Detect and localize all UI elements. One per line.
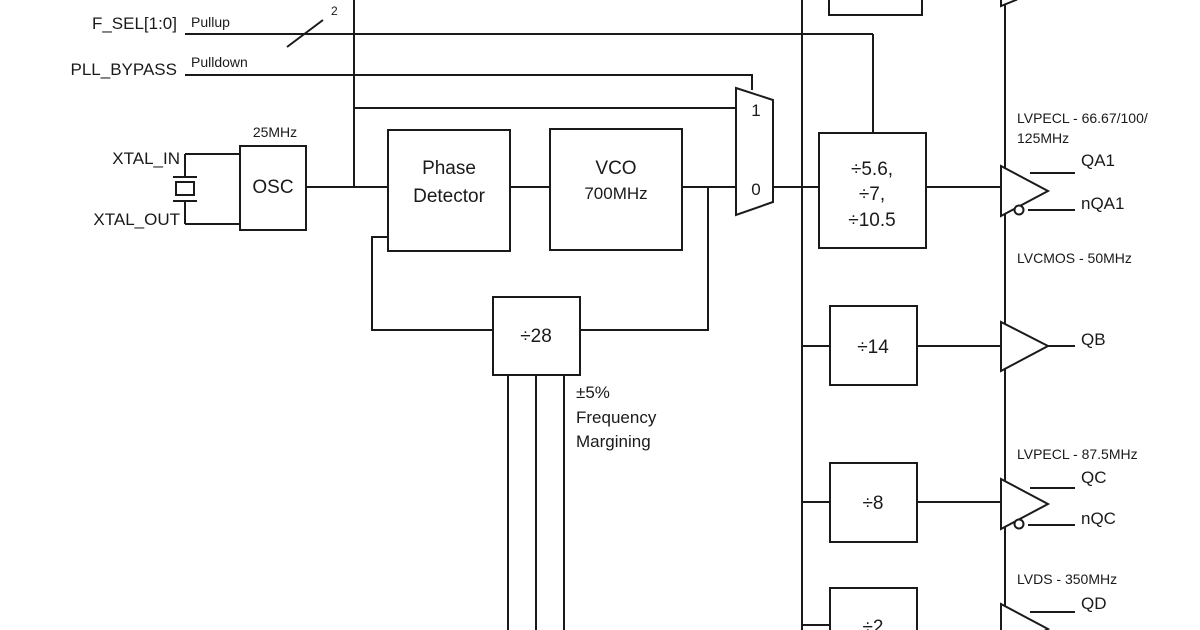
osc-block <box>239 145 307 231</box>
xtal-out-label: XTAL_OUT <box>93 210 180 229</box>
pll-bypass-pull-label: Pulldown <box>191 54 248 70</box>
wires <box>184 0 1075 630</box>
qb-label: QB <box>1081 330 1106 349</box>
osc-freq-label: 25MHz <box>253 124 297 140</box>
bus-slash <box>286 19 324 48</box>
qc-label: QC <box>1081 468 1107 487</box>
vco-feedback-wire <box>580 187 709 331</box>
buffer-c-icon <box>1000 477 1051 531</box>
vco-label: VCO <box>595 158 636 179</box>
buffer-top-icon <box>1000 0 1018 8</box>
bus-width-label: 2 <box>331 4 338 18</box>
feedback-divider-label: ÷28 <box>520 326 552 347</box>
mux-input-0-label: 0 <box>751 180 760 199</box>
vco-freq-label: 700MHz <box>584 184 647 203</box>
vco-block <box>549 128 683 251</box>
divider-c-block <box>829 462 918 543</box>
output-a-standard-2: 125MHz <box>1017 130 1069 146</box>
divider-a-label-2: ÷7, <box>859 184 885 205</box>
pll-bypass-line <box>185 74 753 90</box>
margining-note-2: Frequency <box>576 408 657 427</box>
crystal-icon <box>173 176 197 202</box>
mux <box>735 86 774 217</box>
divider-b-label: ÷14 <box>857 337 889 358</box>
osc-label: OSC <box>252 177 293 198</box>
top-partial-block <box>828 0 923 16</box>
nqa1-label: nQA1 <box>1081 194 1124 213</box>
nqc-label: nQC <box>1081 509 1116 528</box>
buffer-a-icon <box>1000 164 1051 218</box>
pll-bypass-label: PLL_BYPASS <box>71 60 177 79</box>
margining-note-1: ±5% <box>576 383 610 402</box>
margining-note-3: Margining <box>576 432 651 451</box>
divider-a-block <box>818 132 927 249</box>
feedback-divider-block <box>492 296 581 376</box>
divider-d-label: ÷2 <box>863 617 884 630</box>
mux-input-1-label: 1 <box>751 101 760 120</box>
output-a-standard-1: LVPECL - 66.67/100/ <box>1017 110 1148 126</box>
f-sel-label: F_SEL[1:0] <box>92 14 177 33</box>
divider-a-label-1: ÷5.6, <box>851 159 893 180</box>
phase-detector-label-2: Detector <box>413 186 485 207</box>
output-b-standard: LVCMOS - 50MHz <box>1017 250 1132 266</box>
phase-detector-label-1: Phase <box>422 158 476 179</box>
output-c-standard: LVPECL - 87.5MHz <box>1017 446 1138 462</box>
buffer-b-icon <box>1000 320 1051 373</box>
buffer-d-icon <box>1000 602 1051 630</box>
buffer-a-invert-bubble <box>1013 204 1025 216</box>
divider-c-label: ÷8 <box>863 493 884 514</box>
xtal-in-label: XTAL_IN <box>112 149 180 168</box>
qd-label: QD <box>1081 594 1107 613</box>
divider-b-block <box>829 305 918 386</box>
output-d-standard: LVDS - 350MHz <box>1017 571 1117 587</box>
phase-detector-block <box>387 129 511 252</box>
divider-a-label-3: ÷10.5 <box>848 210 895 231</box>
f-sel-pull-label: Pullup <box>191 14 230 30</box>
qa1-label: QA1 <box>1081 151 1115 170</box>
feedback-to-pd-wire <box>371 236 493 331</box>
divider-d-block <box>829 587 918 630</box>
buffer-c-invert-bubble <box>1013 518 1025 530</box>
